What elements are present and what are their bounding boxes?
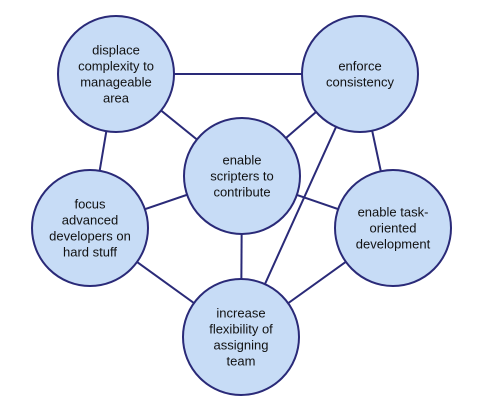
node-label-line: advanced (62, 213, 118, 228)
node-label-line: enable task- (358, 205, 429, 220)
node-label-line: consistency (326, 75, 394, 90)
node-circle-focus (31, 169, 149, 287)
node-label-line: contribute (213, 185, 270, 200)
node-label-line: manageable (80, 75, 152, 90)
node-circle-scripters (183, 117, 301, 235)
node-label-line: hard stuff (63, 245, 117, 260)
node-label-line: assigning (214, 338, 269, 353)
node-label-line: scripters to (210, 169, 274, 184)
node-label-line: complexity to (78, 59, 154, 74)
node-circle-flex (182, 278, 300, 396)
node-circle-enforce (301, 15, 419, 133)
node-label-line: team (227, 354, 256, 369)
node-circle-task (334, 169, 452, 287)
node-label-line: development (356, 237, 431, 252)
node-label-line: displace (92, 43, 140, 58)
node-label-line: flexibility of (209, 322, 273, 337)
node-label-line: focus (74, 197, 106, 212)
node-label-line: increase (216, 306, 265, 321)
node-label-line: enable (222, 153, 261, 168)
node-label-line: oriented (370, 221, 417, 236)
node-label-line: enforce (338, 59, 381, 74)
node-label-line: developers on (49, 229, 131, 244)
node-label-line: area (103, 91, 130, 106)
node-circle-displace (57, 15, 175, 133)
